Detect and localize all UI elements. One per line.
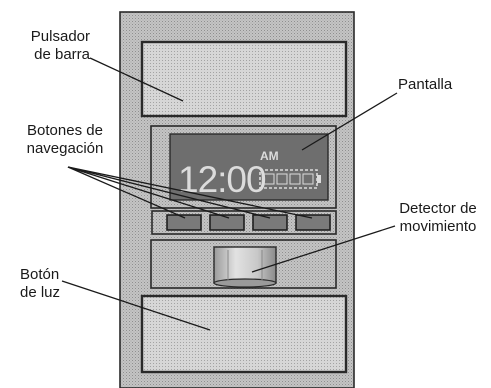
bar-push-button[interactable] [140,40,348,118]
nav-button-4[interactable] [295,214,331,231]
leader-bar-push [89,57,184,102]
leader-light [61,280,211,331]
nav-button-2[interactable] [209,214,245,231]
display-time: 12:00 [178,159,266,200]
leader-lines [61,57,398,331]
display-screen [169,133,329,201]
leader-nav-3 [67,166,271,219]
label-nav-buttons: Botones de navegación [26,122,104,157]
label-motion-detector: Detector de movimiento [399,200,477,235]
motion-sensor-lens [213,246,277,288]
light-button[interactable] [140,294,348,374]
battery-icon [259,169,321,189]
display-period: AM [260,149,279,163]
leader-motion [251,225,396,273]
label-screen: Pantalla [398,76,453,93]
label-light-button: Botón de luz [20,266,61,301]
label-bar-push: Pulsador de barra [30,28,90,63]
nav-button-1[interactable] [166,214,202,231]
leader-nav-4 [67,166,313,219]
leader-nav-2 [67,166,230,219]
leader-nav-1 [67,166,186,219]
leader-screen [301,92,398,151]
nav-button-3[interactable] [252,214,288,231]
